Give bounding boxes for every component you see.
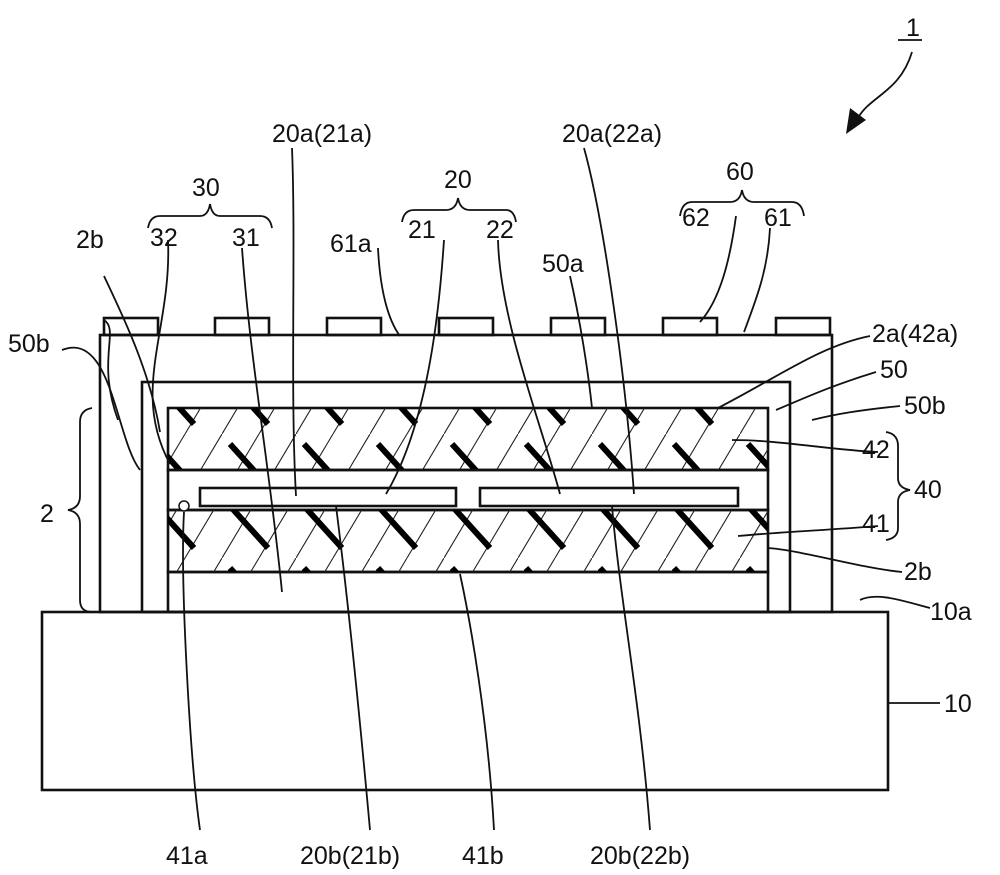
layer-31 (166, 570, 770, 614)
label-41b: 41b (462, 842, 504, 870)
label-42: 42 (862, 436, 890, 464)
label-60: 60 (726, 158, 754, 186)
label-20a21a: 20a(21a) (272, 120, 372, 148)
label-2b-right: 2b (904, 558, 932, 586)
label-20b22b: 20b(22b) (590, 842, 690, 870)
layer-32 (166, 468, 770, 512)
label-61a: 61a (330, 230, 372, 258)
labels: 1 30 32 31 20 21 22 60 62 61 20a(21a) 20… (8, 14, 972, 870)
reference-arrow (846, 39, 922, 134)
label-30: 30 (192, 174, 220, 202)
label-22: 22 (486, 216, 514, 244)
label-31: 31 (232, 224, 260, 252)
marker-41a (178, 500, 190, 512)
label-61: 61 (764, 204, 792, 232)
pads-62 (102, 316, 832, 337)
label-50b-left: 50b (8, 330, 50, 358)
label-2: 2 (40, 500, 54, 528)
label-20a22a: 20a(22a) (562, 120, 662, 148)
label-1: 1 (906, 14, 920, 42)
label-41a: 41a (166, 842, 208, 870)
label-41: 41 (862, 510, 890, 538)
electrode-21 (198, 486, 458, 508)
layer-41-fill (168, 510, 768, 572)
label-50a: 50a (542, 250, 584, 278)
electrode-22 (478, 486, 740, 508)
label-20: 20 (444, 166, 472, 194)
label-20b21b: 20b(21b) (300, 842, 400, 870)
layer-42-fill (168, 408, 768, 470)
label-40: 40 (914, 476, 942, 504)
label-2b-top: 2b (76, 226, 104, 254)
substrate-10 (40, 610, 890, 792)
label-32: 32 (150, 224, 178, 252)
braces (67, 189, 911, 613)
label-62: 62 (682, 204, 710, 232)
label-10: 10 (944, 690, 972, 718)
leader-lines (61, 147, 940, 831)
label-50b-right: 50b (904, 392, 946, 420)
label-21: 21 (408, 216, 436, 244)
label-50: 50 (880, 356, 908, 384)
label-10a: 10a (930, 598, 972, 626)
label-2a42a: 2a(42a) (872, 320, 958, 348)
